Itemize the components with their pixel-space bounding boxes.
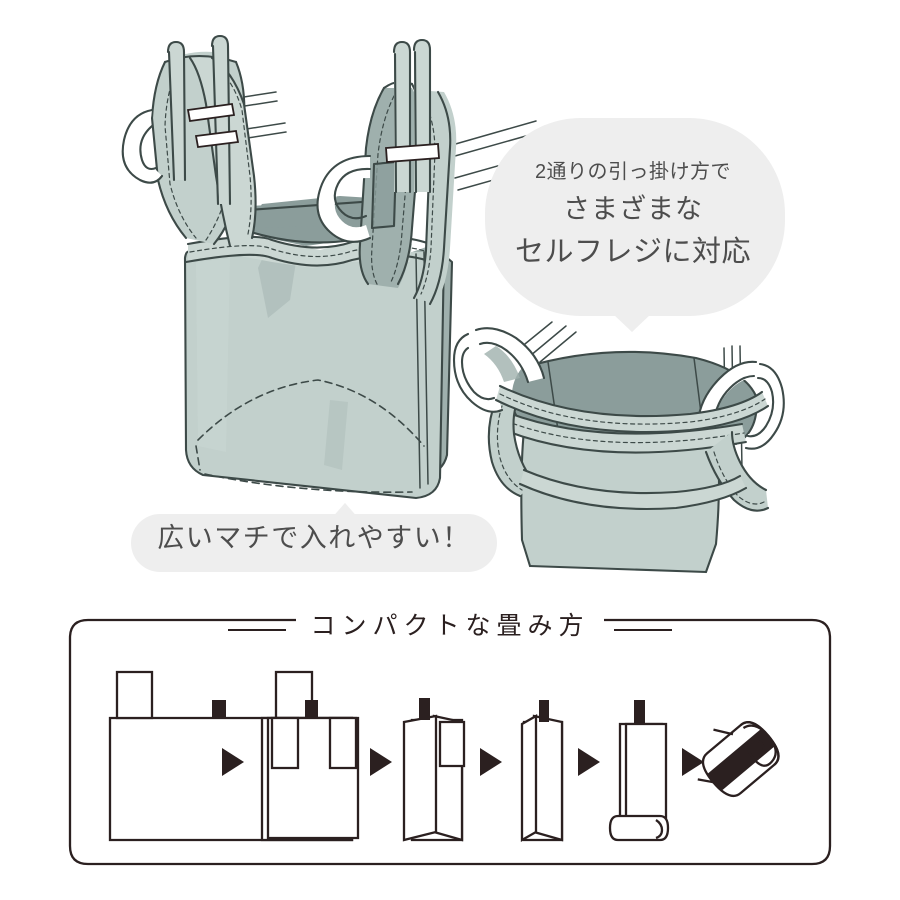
- rail-hook-loop-right: [316, 154, 398, 243]
- fold-step-2: [260, 700, 360, 842]
- hook-prong-right-a: [392, 40, 412, 194]
- hook-prong-left-b: [210, 34, 232, 206]
- fold-arrow-4: [578, 748, 600, 776]
- rail-hook-loop-secondary-left: [452, 327, 546, 413]
- secondary-bag-illustration: [452, 321, 785, 574]
- d-ring-loop-left: [121, 108, 164, 184]
- fold-step-3: [402, 698, 466, 842]
- main-bag-illustration: [121, 34, 544, 500]
- hook-prong-left-a: [166, 40, 187, 182]
- fold-arrow-2: [370, 748, 392, 776]
- hook-prong-right-b: [412, 38, 432, 194]
- folding-instructions-panel: [68, 618, 832, 866]
- fold-arrow-1: [222, 748, 244, 776]
- feature-bubble-checkout-shape: [485, 118, 785, 332]
- fold-step-6: [697, 721, 780, 797]
- fold-arrow-3: [480, 748, 502, 776]
- fold-step-5: [608, 700, 670, 842]
- fold-step-4: [520, 700, 564, 842]
- folding-panel-title: コンパクトな畳み方: [310, 612, 590, 640]
- fold-arrow-5: [682, 748, 704, 776]
- feature-bubble-gusset-shape: [131, 503, 497, 572]
